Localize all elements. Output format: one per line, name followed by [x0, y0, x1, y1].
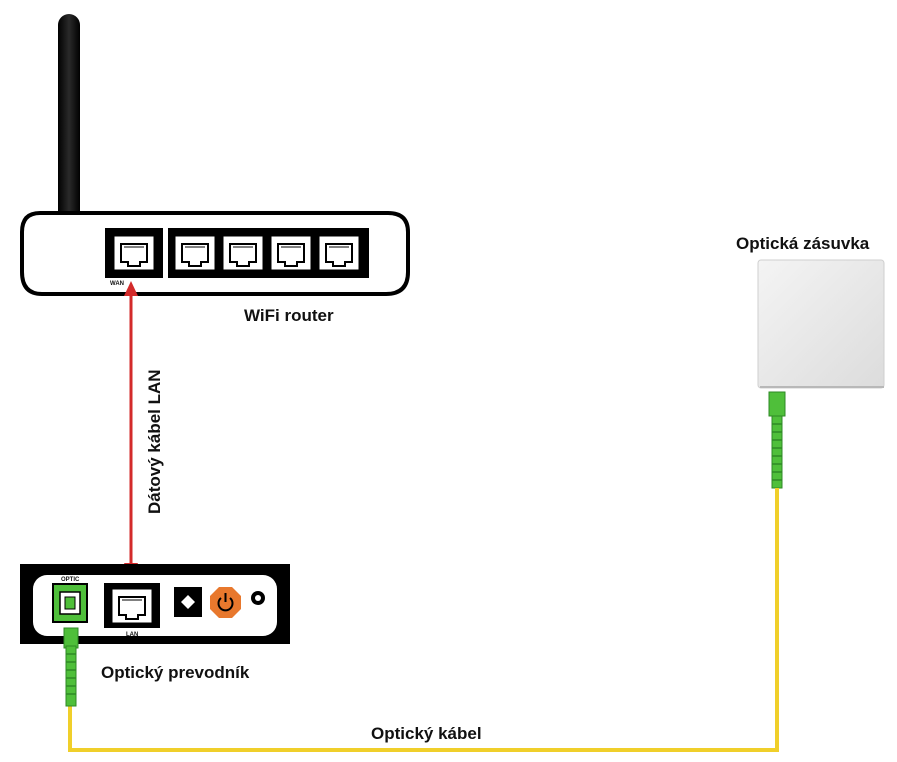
wan-port[interactable] [105, 228, 163, 278]
converter-lan-port[interactable] [104, 583, 160, 628]
wan-port-label: WAN [110, 281, 124, 287]
wifi-router: WAN [20, 14, 410, 296]
optical-socket [757, 259, 885, 389]
wifi-router-label: WiFi router [244, 306, 334, 325]
router-lan-ports[interactable] [168, 228, 369, 278]
lan-cable-label: Dátový kábel LAN [145, 369, 164, 514]
lan-cable-arrow [124, 281, 138, 578]
optic-port-label: OPTIC [61, 577, 80, 583]
optical-cable [68, 488, 779, 752]
router-antenna [58, 14, 80, 262]
optical-converter-label: Optický prevodník [101, 663, 250, 682]
dc-power-jack[interactable] [174, 587, 202, 617]
power-button[interactable] [210, 587, 241, 618]
socket-sc-connector[interactable] [768, 391, 786, 489]
optical-converter: OPTIC LAN [20, 564, 290, 644]
optical-cable-label: Optický kábel [371, 724, 482, 743]
optic-port[interactable] [52, 583, 88, 623]
optical-socket-label: Optická zásuvka [736, 234, 870, 253]
reset-hole[interactable] [251, 591, 265, 605]
converter-sc-connector[interactable] [63, 627, 79, 707]
converter-lan-label: LAN [126, 632, 138, 638]
